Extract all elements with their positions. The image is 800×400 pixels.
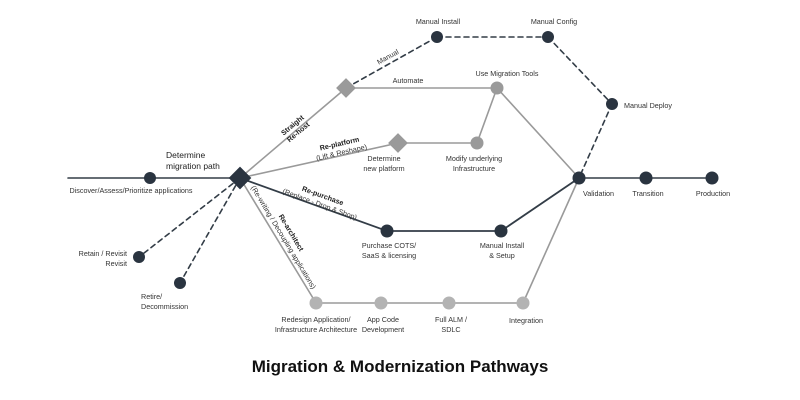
retire-dashed-line bbox=[179, 177, 241, 284]
validation-label: Validation bbox=[583, 189, 614, 198]
retain-node bbox=[133, 251, 145, 263]
integration-label: Integration bbox=[509, 316, 543, 325]
rehost-diamond bbox=[336, 78, 356, 98]
straight-rehost-label: Straight Re-host bbox=[279, 113, 312, 145]
retire-label-1: Retire/ bbox=[141, 292, 162, 301]
full-alm-label-1: Full ALM / bbox=[435, 315, 467, 324]
replatform-edge-label: Re-platform (Lift & Reshape) bbox=[315, 135, 368, 163]
install-validation-line bbox=[500, 177, 580, 232]
manual-install-setup-label-1: Manual Install bbox=[480, 241, 525, 250]
full-alm-label-2: SDLC bbox=[441, 325, 460, 334]
retain-label-2: Revisit bbox=[105, 259, 127, 268]
manual-config-label: Manual Config bbox=[531, 17, 577, 26]
retire-node bbox=[174, 277, 186, 289]
redesign-label-1: Redesign Application/ bbox=[281, 315, 350, 324]
deploy-validation-dashed-line bbox=[578, 103, 613, 179]
determine-platform-label-1: Determine bbox=[367, 154, 400, 163]
retire-label-2: Decommission bbox=[141, 302, 188, 311]
manual-dashed-line bbox=[345, 36, 438, 89]
automate-edge-label: Automate bbox=[393, 76, 424, 85]
modify-infra-label-1: Modify underlying bbox=[446, 154, 502, 163]
rearchitect-line bbox=[239, 177, 317, 304]
determine-label-1: Determine bbox=[166, 150, 205, 160]
diagram-lines bbox=[67, 36, 713, 304]
manual-deploy-node bbox=[606, 98, 618, 110]
modify-infra-label-2: Infrastructure bbox=[453, 164, 495, 173]
retain-dashed-line bbox=[138, 177, 241, 258]
replatform-line bbox=[239, 142, 399, 179]
config-deploy-dashed-line bbox=[547, 36, 613, 105]
integration-validation-line bbox=[522, 177, 580, 304]
manual-install-top-label: Manual Install bbox=[416, 17, 461, 26]
production-node bbox=[705, 171, 719, 185]
platform-diamond bbox=[388, 133, 408, 153]
modify-tools-line bbox=[476, 87, 498, 144]
app-code-label-1: App Code bbox=[367, 315, 399, 324]
tools-validation-line bbox=[496, 87, 580, 179]
purchase-cots-label-1: Purchase COTS/ bbox=[362, 241, 416, 250]
determine-label-2: migration path bbox=[166, 161, 220, 171]
node-labels: Discover/Assess/Prioritize applications … bbox=[69, 17, 730, 334]
determine-diamond bbox=[228, 166, 252, 190]
migration-tools-node bbox=[490, 81, 504, 95]
purchase-cots-label-2: SaaS & licensing bbox=[362, 251, 416, 260]
manual-install-node bbox=[431, 31, 443, 43]
rehost-line bbox=[239, 87, 347, 179]
manual-install-setup-label-2: & Setup bbox=[489, 251, 515, 260]
repurchase-line bbox=[239, 177, 388, 232]
redesign-label-2: Infrastructure Architecture bbox=[275, 325, 357, 334]
diagram-title: Migration & Modernization Pathways bbox=[251, 357, 549, 376]
retain-label-1: Retain / Revisit bbox=[79, 249, 127, 258]
redesign-node bbox=[309, 296, 323, 310]
repurchase-edge-label: Re-purchase (Replace - Drop & Shop) bbox=[281, 184, 358, 222]
app-code-node bbox=[374, 296, 388, 310]
integration-node bbox=[516, 296, 530, 310]
manual-deploy-label: Manual Deploy bbox=[624, 101, 672, 110]
manual-install-setup-node bbox=[494, 224, 508, 238]
production-label: Production bbox=[696, 189, 730, 198]
transition-label: Transition bbox=[632, 189, 663, 198]
manual-config-node bbox=[542, 31, 554, 43]
validation-node bbox=[572, 171, 586, 185]
start-label: Discover/Assess/Prioritize applications bbox=[69, 186, 192, 195]
app-code-label-2: Development bbox=[362, 325, 404, 334]
diagram-nodes bbox=[133, 31, 719, 310]
modify-infra-node bbox=[470, 136, 484, 150]
determine-platform-label-2: new platform bbox=[363, 164, 404, 173]
use-migration-tools-label: Use Migration Tools bbox=[476, 69, 539, 78]
purchase-cots-node bbox=[380, 224, 394, 238]
manual-edge-label: Manual bbox=[375, 47, 400, 66]
full-alm-node bbox=[442, 296, 456, 310]
start-node bbox=[144, 172, 156, 184]
migration-pathways-diagram: Discover/Assess/Prioritize applications … bbox=[67, 17, 730, 334]
transition-node bbox=[639, 171, 653, 185]
